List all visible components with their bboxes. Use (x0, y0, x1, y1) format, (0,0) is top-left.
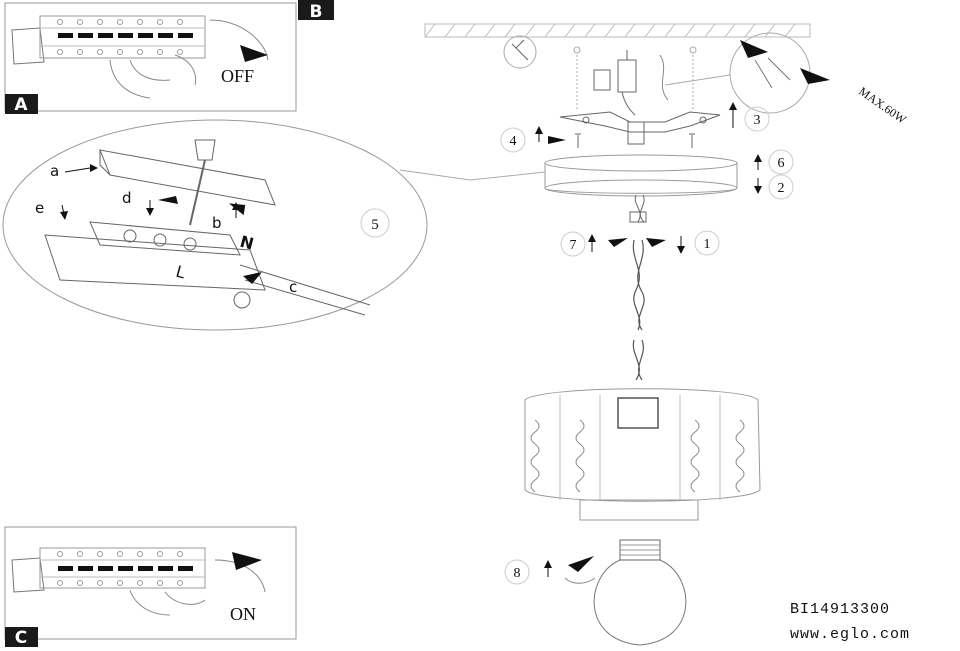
arrow-icon (158, 196, 178, 204)
arrow-up-icon (535, 126, 543, 134)
step-number-2: 2 (778, 181, 785, 196)
panel-tag-c: C (15, 628, 27, 647)
light-bulb (593, 539, 687, 646)
switch-arrow-icon (232, 552, 262, 570)
step-number-5: 5 (371, 217, 379, 233)
max-wattage-label: MAX.60W (856, 84, 909, 127)
arrow-right-icon (548, 136, 566, 144)
panel-tag-b: B (310, 2, 323, 22)
step-number-8: 8 (514, 566, 521, 581)
product-code: BI14913300 (790, 601, 890, 618)
step-number-7: 7 (570, 238, 577, 253)
step-number-4: 4 (510, 134, 517, 149)
arrow-icon (243, 272, 262, 284)
switch-arrow-icon (240, 45, 268, 62)
arrow-up-icon (544, 560, 552, 568)
panel-c: ON (4, 526, 297, 640)
terminal-block-on (39, 547, 206, 589)
detail-label-d: d (122, 189, 132, 207)
step-markers: 3 4 6 2 7 1 8 (500, 102, 794, 585)
terminal-block-off (39, 15, 206, 59)
wire-mark-n: N (238, 232, 256, 254)
step-number-1: 1 (704, 237, 711, 252)
arrow-up-icon (754, 154, 762, 162)
arrow-icon (740, 40, 768, 58)
hand-sketch (129, 589, 206, 616)
arrow-icon (646, 238, 666, 247)
panel-a: OFF (4, 2, 297, 112)
step-number-6: 6 (778, 156, 785, 171)
wiring-detail: a d e b c N L 5 (2, 119, 546, 331)
step-number-3: 3 (754, 113, 761, 128)
detail-label-b: b (212, 214, 222, 232)
detail-label-e: e (35, 199, 44, 217)
ceiling (424, 23, 811, 38)
lamp-shade (524, 388, 761, 521)
arrow-down-icon (754, 186, 762, 194)
arrow-icon (232, 202, 240, 210)
terminal-connector (593, 50, 669, 116)
panel-tag-a: A (14, 95, 28, 115)
arrow-down-icon (677, 246, 685, 254)
detail-label-a: a (50, 162, 59, 180)
arrow-icon (800, 68, 830, 84)
state-label-off: OFF (221, 66, 254, 86)
arrow-icon (146, 208, 154, 216)
arrow-icon (568, 556, 594, 572)
suspension-cable (629, 194, 647, 381)
arrow-icon (60, 211, 68, 220)
hand-sketch (109, 54, 197, 99)
wall-anchor (503, 35, 537, 69)
wire-mark-l: L (174, 262, 188, 283)
arrow-icon (90, 164, 98, 172)
detail-label-c: c (289, 278, 297, 296)
arrow-up-icon (729, 102, 737, 110)
canopy (544, 154, 738, 197)
mounting-bracket (559, 111, 721, 145)
arrow-up-icon (588, 234, 596, 242)
website: www.eglo.com (790, 626, 910, 643)
state-label-on: ON (230, 604, 256, 624)
arrow-icon (608, 238, 628, 247)
